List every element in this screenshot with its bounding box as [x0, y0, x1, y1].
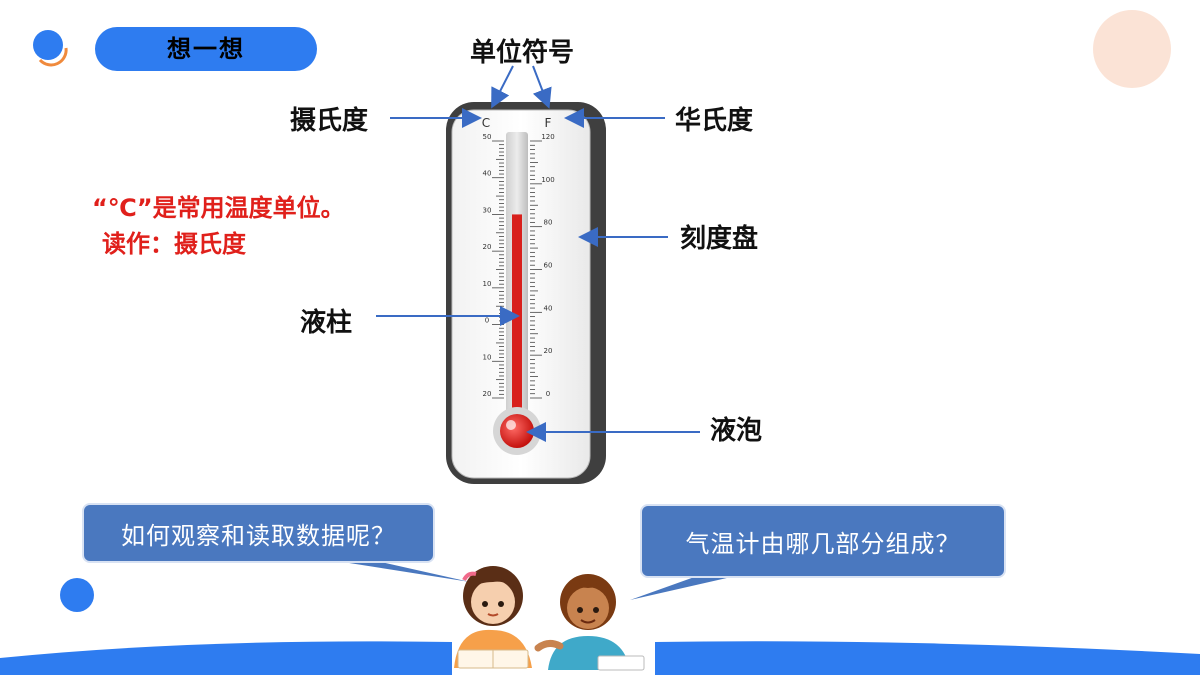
- kids-illustration: [454, 566, 645, 671]
- label-scale-plate: 刻度盘: [680, 224, 759, 254]
- speech-bubble-left: 如何观察和读取数据呢？: [82, 503, 435, 563]
- page-title: 想一想: [95, 27, 317, 71]
- fahrenheit-tick-label: 100: [541, 176, 554, 184]
- arrow-unit-to-c: [491, 65, 514, 109]
- fahrenheit-tick-label: 0: [546, 390, 550, 398]
- deco-circle-peach: [1093, 10, 1171, 88]
- unit-note-line1: “℃”是常用温度单位。: [92, 194, 345, 222]
- fahrenheit-letter: F: [545, 116, 552, 130]
- deco-circle-top-left: [33, 30, 68, 67]
- fahrenheit-tick-label: 120: [541, 133, 554, 141]
- celsius-tick-label: 30: [483, 206, 492, 214]
- unit-note-line2: 读作：摄氏度: [102, 230, 246, 258]
- arrow-unit-to-f: [532, 65, 552, 109]
- girl-figure: [454, 566, 532, 669]
- celsius-tick-label: 0: [485, 317, 489, 325]
- fahrenheit-tick-label: 40: [544, 304, 553, 312]
- celsius-tick-label: 40: [483, 170, 492, 178]
- celsius-letter: C: [482, 116, 490, 130]
- label-liquid-column: 液柱: [300, 308, 353, 338]
- celsius-tick-label: 50: [483, 133, 492, 141]
- celsius-tick-label: 20: [483, 390, 492, 398]
- bulb-highlight: [506, 420, 516, 430]
- deco-circle-bottom-left: [60, 578, 94, 612]
- celsius-scale: 50 40 30 20 10 0 10 20: [483, 133, 504, 399]
- label-celsius: 摄氏度: [290, 106, 369, 136]
- boy-figure: [534, 574, 645, 671]
- fahrenheit-tick-label: 80: [544, 219, 553, 227]
- bottom-band: [0, 641, 1200, 675]
- label-bulb: 液泡: [710, 416, 763, 446]
- fahrenheit-tick-label: 20: [544, 347, 553, 355]
- speech-bubble-right: 气温计由哪几部分组成？: [640, 504, 1006, 578]
- celsius-tick-label: 10: [483, 353, 492, 361]
- label-unit-symbol: 单位符号: [470, 38, 575, 68]
- label-fahrenheit: 华氏度: [675, 106, 754, 136]
- fahrenheit-scale: 120 100 80 60 40 20 0: [530, 133, 555, 399]
- celsius-tick-label: 10: [483, 280, 492, 288]
- fahrenheit-tick-label: 60: [544, 262, 553, 270]
- celsius-tick-label: 20: [483, 243, 492, 251]
